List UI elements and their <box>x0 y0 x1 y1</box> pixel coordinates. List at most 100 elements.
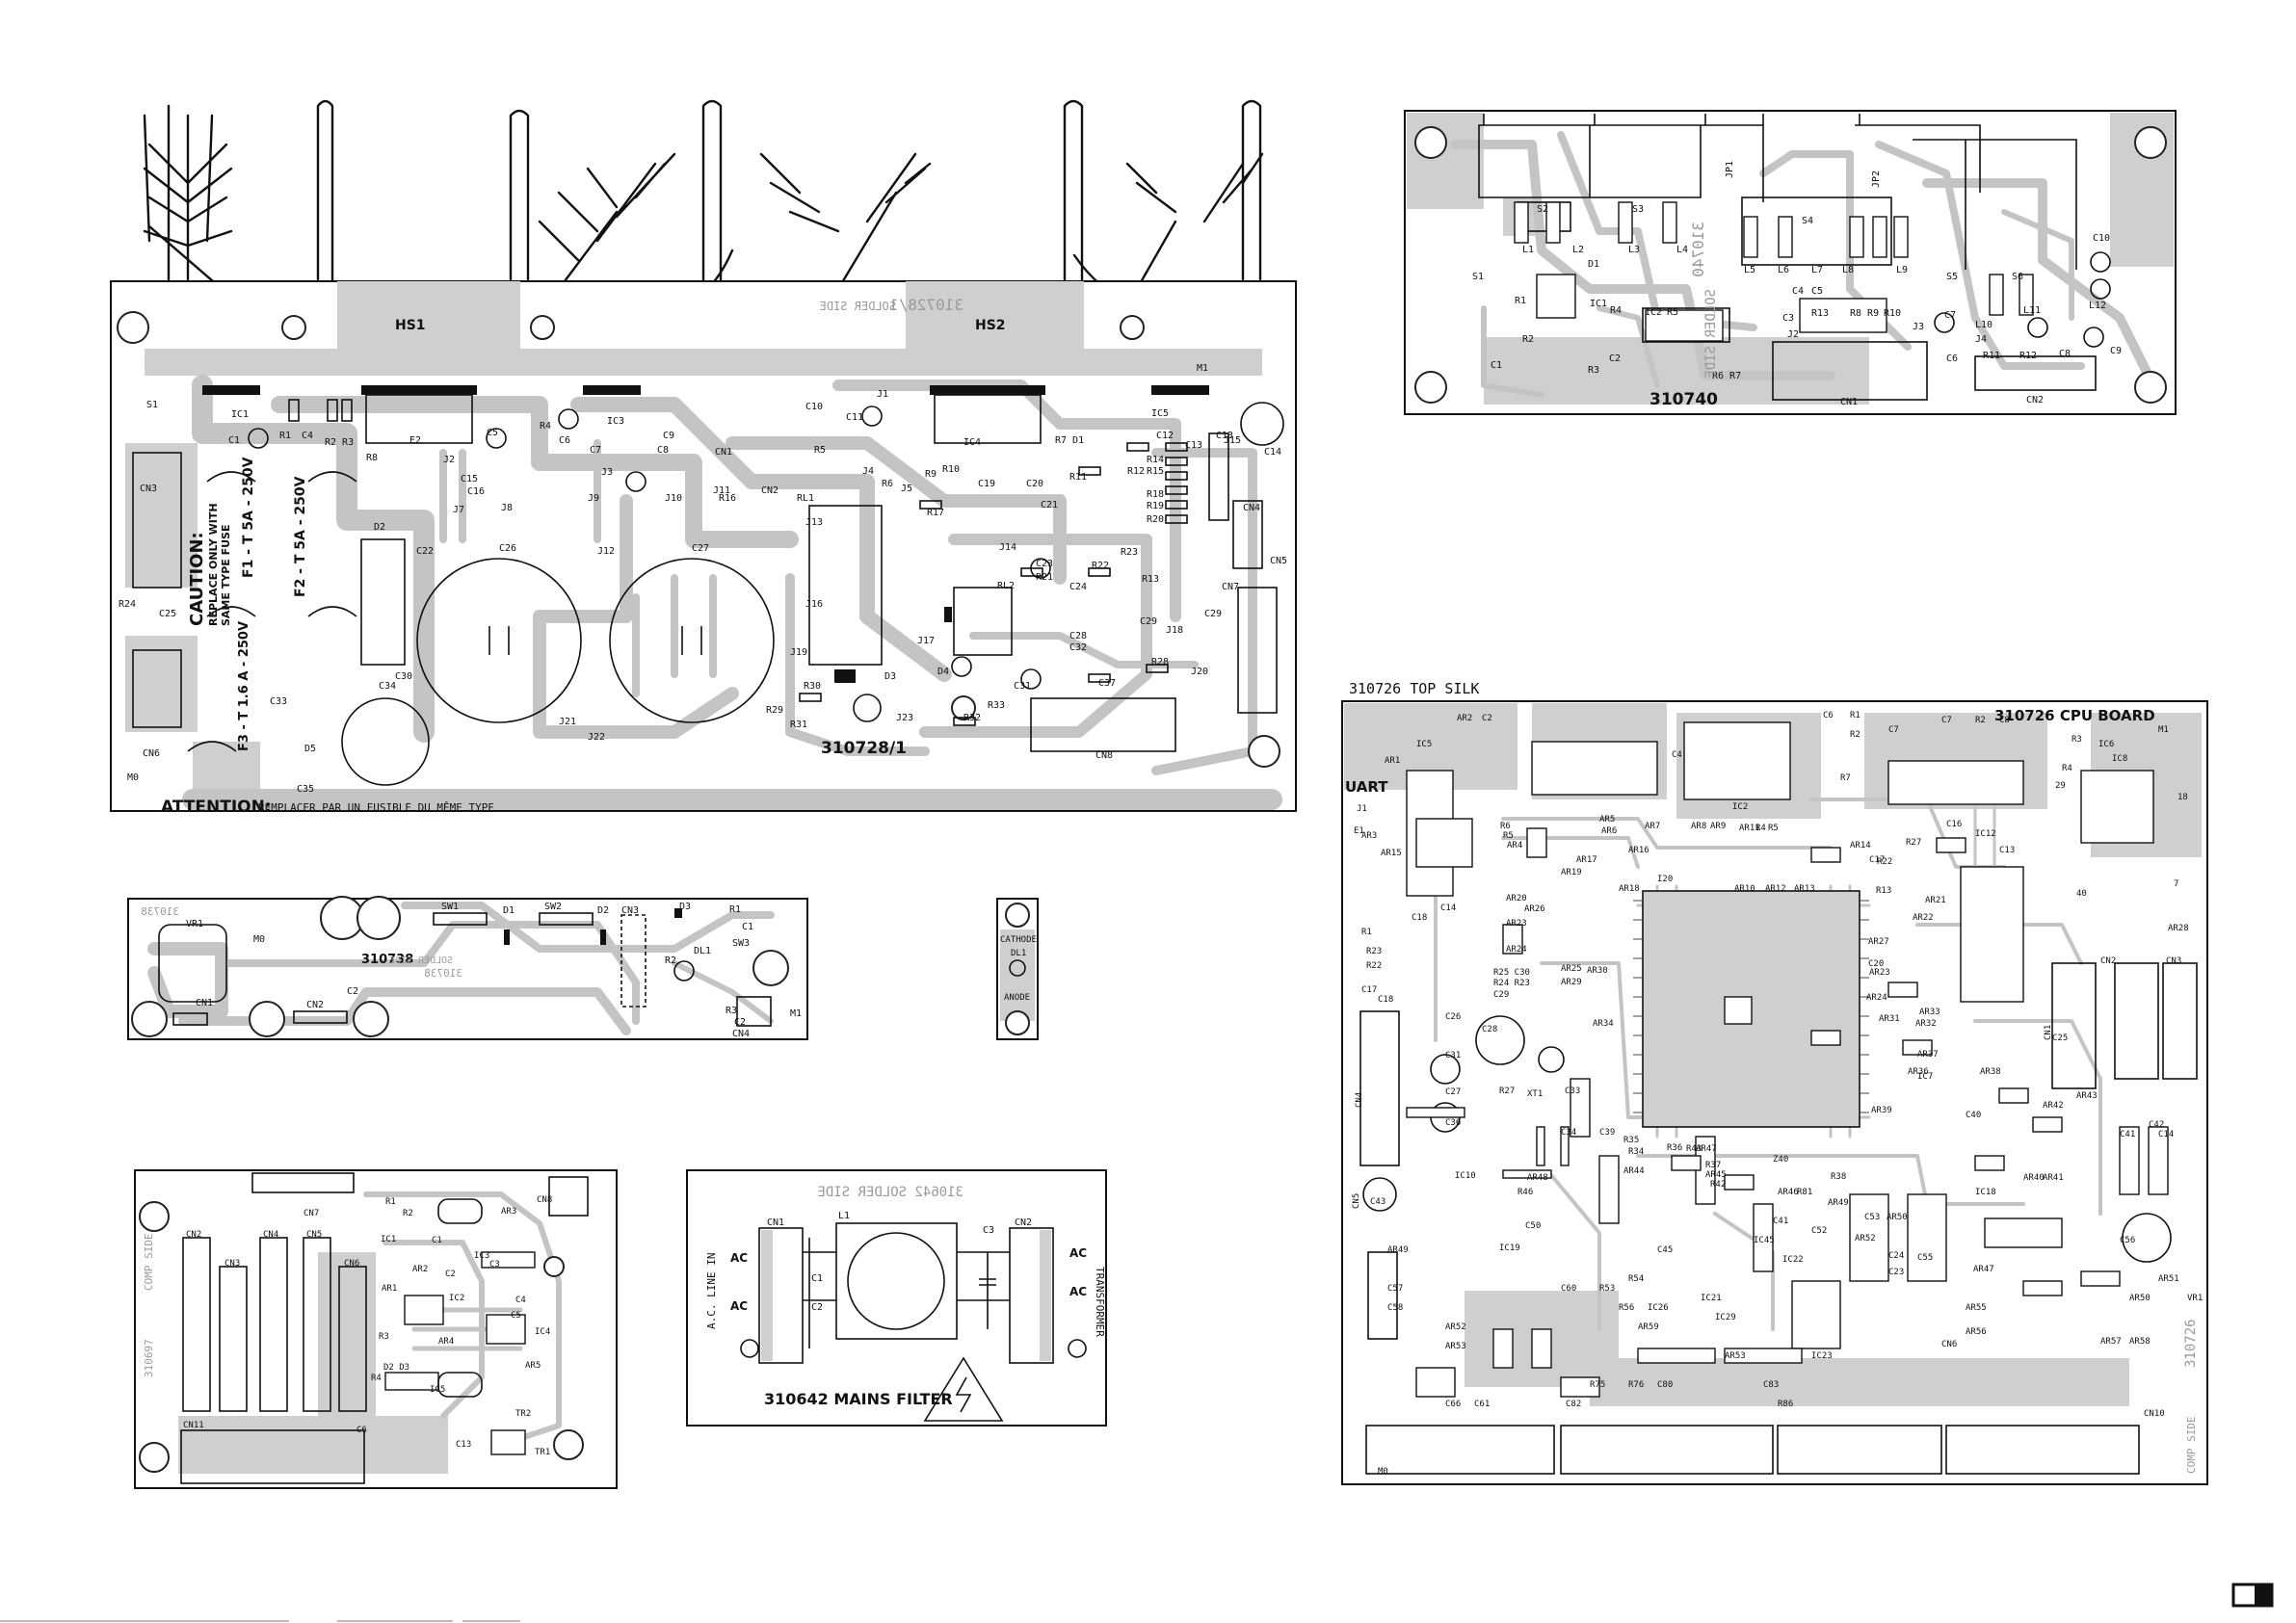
svg-text:AR23: AR23 <box>1869 968 1890 978</box>
capacitor-c43 <box>1362 1177 1397 1212</box>
svg-text:IC26: IC26 <box>1648 1303 1669 1313</box>
svg-text:C66: C66 <box>1445 1400 1461 1409</box>
svg-text:JP2: JP2 <box>1871 170 1882 188</box>
svg-text:C6: C6 <box>356 1426 367 1435</box>
svg-text:R53: R53 <box>1599 1284 1615 1294</box>
svg-text:CN2: CN2 <box>1015 1217 1032 1228</box>
svg-text:AR28: AR28 <box>2168 924 2189 933</box>
svg-text:C80: C80 <box>1657 1380 1673 1390</box>
svg-text:C12: C12 <box>1156 431 1174 441</box>
svg-text:R28: R28 <box>1151 657 1169 668</box>
svg-text:R16: R16 <box>719 493 736 504</box>
svg-text:AR4: AR4 <box>438 1337 454 1347</box>
svg-text:C14: C14 <box>2158 1130 2174 1139</box>
svg-text:S4: S4 <box>1802 216 1813 226</box>
svg-text:R36: R36 <box>1667 1143 1682 1153</box>
connector-cn5 <box>1367 1251 1398 1340</box>
svg-text:S6: S6 <box>2012 272 2023 282</box>
led-board: CATHODE DL1 ANODE <box>996 898 1039 1040</box>
led-dl1: DL1 <box>1011 949 1026 958</box>
svg-text:J11: J11 <box>713 485 730 496</box>
svg-text:R81: R81 <box>1797 1188 1812 1197</box>
power-passives <box>248 399 1188 726</box>
svg-text:C30: C30 <box>395 671 412 682</box>
svg-text:AR30: AR30 <box>1587 966 1608 976</box>
svg-text:R24: R24 <box>119 599 136 610</box>
svg-text:J17: J17 <box>917 636 935 646</box>
svg-text:CN2: CN2 <box>186 1230 201 1240</box>
svg-text:J1: J1 <box>877 389 888 400</box>
svg-text:R10: R10 <box>942 464 960 475</box>
heatsink-hs2-area <box>906 281 1084 351</box>
svg-text:CN5: CN5 <box>1352 1193 1361 1209</box>
svg-text:C20: C20 <box>1868 959 1884 969</box>
svg-text:AR15: AR15 <box>1381 849 1402 858</box>
svg-text:C3: C3 <box>489 1260 500 1270</box>
svg-text:J9: J9 <box>588 493 599 504</box>
svg-text:C13: C13 <box>1216 431 1233 441</box>
svg-text:IC45: IC45 <box>1754 1236 1775 1245</box>
connector-cn7 <box>1237 587 1278 714</box>
svg-text:AR43: AR43 <box>2076 1091 2098 1101</box>
svg-text:AR22: AR22 <box>1913 913 1934 923</box>
ic-chip <box>1531 741 1658 796</box>
svg-text:R34: R34 <box>1628 1147 1644 1157</box>
connector-cn3 <box>219 1266 248 1412</box>
power-solder-side: SOLDER SIDE <box>820 300 896 313</box>
svg-text:AR17: AR17 <box>1576 855 1597 865</box>
svg-text:C31: C31 <box>1445 1051 1461 1060</box>
svg-text:C2: C2 <box>1609 353 1621 364</box>
svg-text:AR50: AR50 <box>1887 1213 1908 1222</box>
transformer-label: TRANSFORMER <box>1094 1267 1106 1337</box>
svg-text:R25 C30: R25 C30 <box>1493 968 1530 978</box>
svg-text:J22: J22 <box>588 732 605 743</box>
svg-text:C33: C33 <box>270 696 287 707</box>
svg-text:AR3: AR3 <box>501 1207 516 1217</box>
svg-text:R6: R6 <box>1500 822 1511 831</box>
svg-text:C11: C11 <box>846 412 863 423</box>
svg-text:R17: R17 <box>927 508 944 518</box>
svg-text:IC22: IC22 <box>1782 1255 1804 1265</box>
svg-text:C14: C14 <box>1264 447 1281 458</box>
svg-text:D5: D5 <box>304 744 316 754</box>
svg-text:CN6: CN6 <box>143 748 160 759</box>
power-mirror-id: 310728/1 <box>889 296 963 314</box>
svg-text:R2: R2 <box>1975 716 1986 725</box>
svg-text:L1: L1 <box>1522 245 1534 255</box>
svg-text:C2: C2 <box>1482 714 1492 723</box>
svg-text:E1: E1 <box>1354 826 1364 836</box>
svg-text:R2: R2 <box>1850 730 1861 740</box>
crystal-xt1 <box>1538 1046 1565 1073</box>
svg-text:IC7: IC7 <box>1917 1072 1933 1082</box>
svg-text:AR41: AR41 <box>2043 1173 2064 1183</box>
connector-cn3 <box>132 452 182 589</box>
svg-text:R6: R6 <box>882 479 893 489</box>
potentiometer-vr1 <box>158 924 227 1003</box>
svg-text:IC21: IC21 <box>1701 1294 1722 1303</box>
svg-text:SAME TYPE FUSE: SAME TYPE FUSE <box>220 525 232 626</box>
svg-text:C4: C4 <box>1672 750 1682 760</box>
svg-text:R75: R75 <box>1590 1380 1605 1390</box>
svg-text:J15: J15 <box>1224 435 1241 446</box>
svg-text:R30: R30 <box>804 681 821 692</box>
connector-cn4 <box>1359 1010 1400 1166</box>
svg-text:C10: C10 <box>805 402 823 412</box>
svg-text:AR5: AR5 <box>1599 815 1615 825</box>
svg-text:IC8: IC8 <box>2112 754 2127 764</box>
svg-text:C8: C8 <box>1999 716 2010 725</box>
svg-text:R43: R43 <box>1686 1144 1702 1154</box>
svg-text:AR5: AR5 <box>525 1361 541 1371</box>
connector-cn9 <box>1365 1425 1555 1475</box>
ic-chip <box>1960 866 2024 1003</box>
connector-cn7 <box>251 1172 355 1193</box>
svg-text:C7: C7 <box>1941 716 1952 725</box>
svg-text:R7: R7 <box>1840 773 1851 783</box>
attention-head: ATTENTION: <box>161 798 272 817</box>
svg-text:IC1: IC1 <box>1590 299 1607 309</box>
led-anode: ANODE <box>1004 993 1030 1003</box>
svg-text:AR18: AR18 <box>1619 884 1640 894</box>
svg-text:C31: C31 <box>1014 681 1031 692</box>
